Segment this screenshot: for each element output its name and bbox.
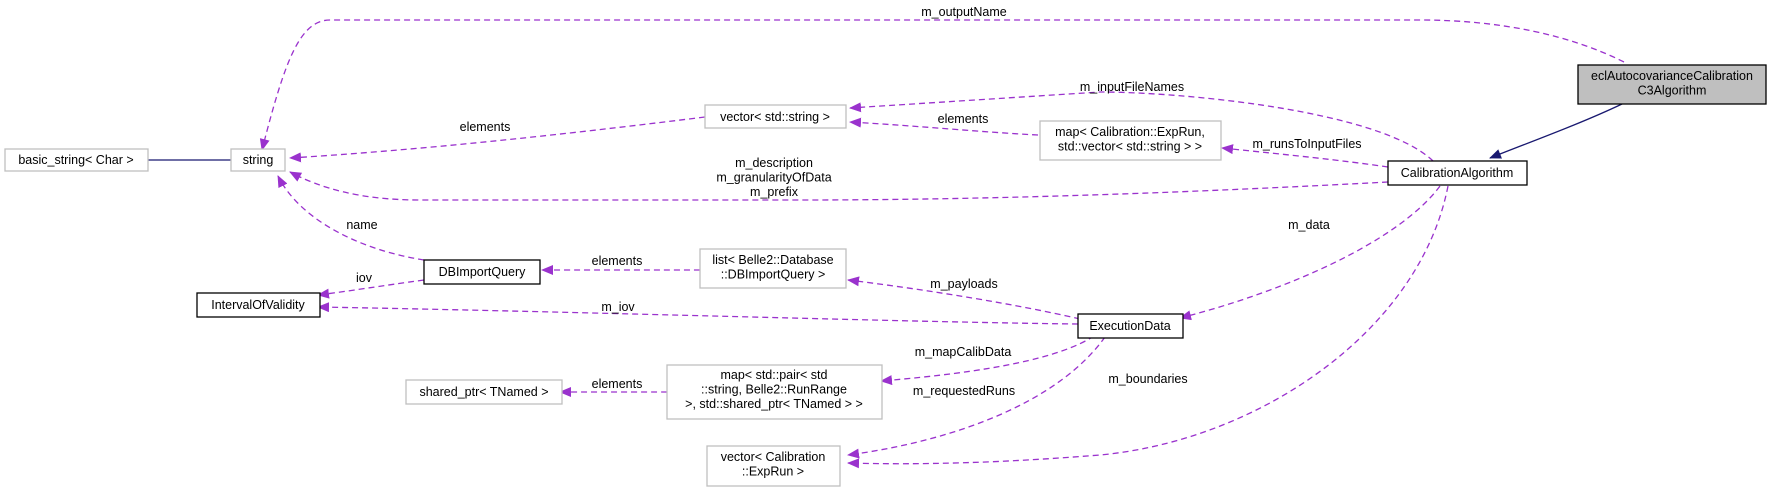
label-line: elements xyxy=(460,120,511,134)
node-vector-string[interactable]: vector< std::string > xyxy=(704,104,847,129)
label-line: elements xyxy=(592,254,643,268)
edge-name xyxy=(277,175,425,261)
node-execution-data[interactable]: ExecutionData xyxy=(1077,313,1184,339)
label-line: m_inputFileNames xyxy=(1080,80,1184,94)
edge-label-name: name xyxy=(346,218,377,232)
edge-label-m-runs-to-input-files: m_runsToInputFiles xyxy=(1252,137,1361,151)
edge-label-elements-vector: elements xyxy=(938,112,989,126)
node-basic-string[interactable]: basic_string< Char > xyxy=(4,148,149,172)
label-line: list< Belle2::Database xyxy=(712,253,833,267)
node-label: basic_string< Char > xyxy=(18,153,133,167)
label-line: IntervalOfValidity xyxy=(211,298,305,312)
edge-label-elements-shared: elements xyxy=(592,377,643,391)
node-calibration-algorithm[interactable]: CalibrationAlgorithm xyxy=(1387,160,1528,186)
label-line: C3Algorithm xyxy=(1638,84,1707,98)
edge-label-elements-list: elements xyxy=(592,254,643,268)
label-line: >, std::shared_ptr< TNamed > > xyxy=(685,397,863,411)
node-label: string xyxy=(243,153,274,167)
node-label: list< Belle2::Database::DBImportQuery > xyxy=(712,253,833,282)
edge-m-input-file-names xyxy=(849,91,1434,162)
label-line: ::DBImportQuery > xyxy=(721,268,826,282)
label-line: m_data xyxy=(1288,218,1330,232)
label-line: m_description xyxy=(735,156,813,170)
label-line: DBImportQuery xyxy=(439,265,527,279)
label-line: m_requestedRuns xyxy=(913,384,1015,398)
label-line: m_runsToInputFiles xyxy=(1252,137,1361,151)
edge-m-map-calib-data xyxy=(880,335,1095,386)
label-line: m_granularityOfData xyxy=(716,171,831,185)
edge-label-elements-string: elements xyxy=(460,120,511,134)
edge-m-data xyxy=(1179,185,1441,321)
label-line: eclAutocovarianceCalibration xyxy=(1591,69,1753,83)
edge-elements-map-to-vector xyxy=(849,117,1039,136)
edge-iov xyxy=(317,279,425,299)
node-label: CalibrationAlgorithm xyxy=(1401,166,1514,180)
label-line: std::vector< std::string > > xyxy=(1058,140,1202,154)
edge-m-runs-to-input-files xyxy=(1221,144,1389,168)
label-line: m_outputName xyxy=(921,5,1007,19)
edge-m-description xyxy=(289,171,1389,201)
label-line: vector< std::string > xyxy=(720,110,830,124)
node-label: map< std::pair< std::string, Belle2::Run… xyxy=(685,368,863,411)
label-line: m_prefix xyxy=(750,185,799,199)
node-vector-calibration-exprun[interactable]: vector< Calibration::ExpRun > xyxy=(706,445,841,487)
label-line: elements xyxy=(592,377,643,391)
node-label: DBImportQuery xyxy=(439,265,527,279)
edge-label-m-iov: m_iov xyxy=(601,300,635,314)
edge-label-m-payloads: m_payloads xyxy=(930,277,997,291)
label-line: m_iov xyxy=(601,300,635,314)
edge-m-requested-runs xyxy=(847,336,1106,459)
node-label: IntervalOfValidity xyxy=(211,298,305,312)
edge-label-m-input-file-names: m_inputFileNames xyxy=(1080,80,1184,94)
edge-label-m-boundaries: m_boundaries xyxy=(1108,372,1187,386)
edge-label-m-data: m_data xyxy=(1288,218,1330,232)
node-shared-ptr-tnamed[interactable]: shared_ptr< TNamed > xyxy=(405,379,563,405)
label-line: m_mapCalibData xyxy=(915,345,1012,359)
node-label: vector< std::string > xyxy=(720,110,830,124)
label-line: iov xyxy=(356,271,373,285)
node-label: vector< Calibration::ExpRun > xyxy=(721,450,826,479)
node-label: ExecutionData xyxy=(1089,319,1170,333)
label-line: elements xyxy=(938,112,989,126)
label-line: string xyxy=(243,153,274,167)
label-line: ::ExpRun > xyxy=(742,465,804,479)
edge-m-boundaries xyxy=(847,185,1449,469)
edge-elements-vector-to-string xyxy=(289,116,706,163)
node-list-db-import-query[interactable]: list< Belle2::Database::DBImportQuery > xyxy=(699,248,847,289)
label-line: CalibrationAlgorithm xyxy=(1401,166,1514,180)
node-map-pair-run-range[interactable]: map< std::pair< std::string, Belle2::Run… xyxy=(666,364,883,420)
edge-label-m-output-name: m_outputName xyxy=(921,5,1007,19)
label-line: map< std::pair< std xyxy=(720,368,827,382)
label-line: ExecutionData xyxy=(1089,319,1170,333)
edge-m-payloads xyxy=(847,276,1081,320)
node-label: shared_ptr< TNamed > xyxy=(419,385,548,399)
node-map-exprun[interactable]: map< Calibration::ExpRun,std::vector< st… xyxy=(1039,120,1222,161)
edge-label-m-requested-runs: m_requestedRuns xyxy=(913,384,1015,398)
label-line: map< Calibration::ExpRun, xyxy=(1055,125,1205,139)
label-line: m_boundaries xyxy=(1108,372,1187,386)
edge-m-iov xyxy=(317,302,1079,325)
node-db-import-query[interactable]: DBImportQuery xyxy=(423,259,541,285)
label-line: m_payloads xyxy=(930,277,997,291)
edge-label-m-map-calib-data: m_mapCalibData xyxy=(915,345,1012,359)
label-line: vector< Calibration xyxy=(721,450,826,464)
label-line: name xyxy=(346,218,377,232)
label-line: shared_ptr< TNamed > xyxy=(419,385,548,399)
label-line: ::string, Belle2::RunRange xyxy=(701,383,847,397)
node-string[interactable]: string xyxy=(230,148,286,172)
node-label: map< Calibration::ExpRun,std::vector< st… xyxy=(1055,125,1205,154)
label-line: basic_string< Char > xyxy=(18,153,133,167)
edge-ecl-to-calibration-algorithm xyxy=(1489,103,1623,159)
edge-label-iov: iov xyxy=(356,271,373,285)
node-interval-of-validity[interactable]: IntervalOfValidity xyxy=(196,292,321,318)
